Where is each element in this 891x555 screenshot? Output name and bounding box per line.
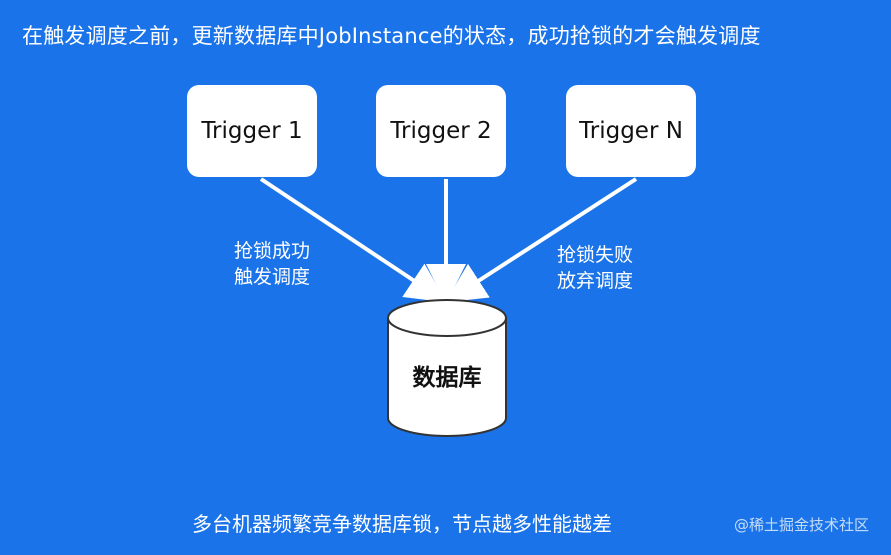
fail-label-line2: 放弃调度 xyxy=(557,270,634,292)
diagram-title: 在触发调度之前，更新数据库中JobInstance的状态，成功抢锁的才会触发调度 xyxy=(22,24,761,48)
database-cylinder xyxy=(387,299,507,437)
trigger-2-node: Trigger 2 xyxy=(376,85,506,177)
fail-label-line1: 抢锁失败 xyxy=(557,244,634,266)
success-label-line1: 抢锁成功 xyxy=(234,240,311,262)
database-label: 数据库 xyxy=(412,365,482,391)
arrow-trigger-1-to-db xyxy=(259,177,447,303)
watermark: @稀土掘金技术社区 xyxy=(733,516,869,534)
success-label-line2: 触发调度 xyxy=(234,266,311,288)
success-label: 抢锁成功 触发调度 xyxy=(234,238,310,290)
footer-caption: 多台机器频繁竞争数据库锁，节点越多性能越差 xyxy=(192,512,612,536)
trigger-1-node: Trigger 1 xyxy=(187,85,317,177)
arrow-trigger-n-to-db xyxy=(445,177,638,303)
trigger-n-node: Trigger N xyxy=(566,85,696,177)
fail-label: 抢锁失败 放弃调度 xyxy=(557,242,633,294)
